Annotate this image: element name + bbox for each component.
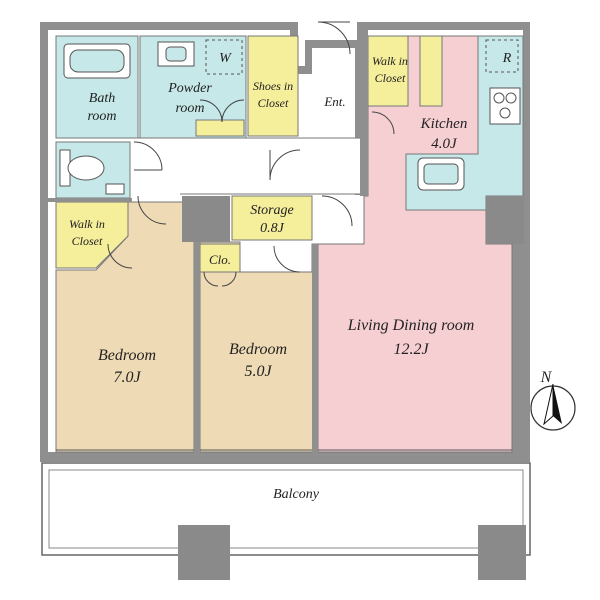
balcony-pillar-right bbox=[478, 525, 526, 580]
living-label-line2: 12.2J bbox=[393, 341, 429, 358]
bedroom2-label-line2: 5.0J bbox=[244, 363, 272, 380]
toilet-icon bbox=[59, 149, 125, 195]
bedroom1-label-line2: 7.0J bbox=[113, 369, 141, 386]
bath-label-line1: Bath bbox=[89, 91, 115, 106]
shoes-label-line1: Shoes in bbox=[253, 79, 293, 93]
interior-walls bbox=[48, 30, 524, 454]
storage-label-line1: Storage bbox=[250, 203, 294, 218]
clo-closet bbox=[199, 243, 241, 273]
bedroom-1 bbox=[55, 201, 195, 453]
washer-space bbox=[205, 39, 243, 75]
shoes-closet bbox=[247, 35, 299, 137]
north-label: N bbox=[540, 369, 553, 386]
storage-label-line2: 0.8J bbox=[260, 221, 285, 236]
doors bbox=[107, 21, 395, 287]
outer-walls bbox=[40, 22, 530, 462]
balcony-pillar-left bbox=[178, 525, 230, 580]
kitchen-shelf bbox=[419, 35, 443, 107]
bathtub-icon bbox=[63, 43, 131, 79]
living-pillar bbox=[486, 196, 524, 244]
closets bbox=[55, 35, 443, 273]
entrance-label: Ent. bbox=[323, 94, 345, 109]
refrigerator-space bbox=[485, 39, 519, 73]
bath-label-line2: room bbox=[87, 109, 116, 124]
storage-room bbox=[231, 195, 313, 241]
walk-in-bed-line2: Closet bbox=[72, 234, 103, 248]
balcony-label: Balcony bbox=[273, 487, 320, 502]
hallway bbox=[132, 138, 360, 194]
north-arrow-icon bbox=[530, 383, 576, 431]
clo-label: Clo. bbox=[209, 252, 231, 267]
powder-label-line1: Powder bbox=[167, 81, 212, 96]
powder-shelf bbox=[195, 119, 245, 137]
powder-label-line2: room bbox=[175, 101, 204, 116]
walk-in-kitchen-line2: Closet bbox=[375, 71, 406, 85]
kitchen-sink-icon bbox=[417, 157, 465, 191]
kitchen-label-line2: 4.0J bbox=[431, 136, 458, 152]
stove-icon bbox=[489, 87, 521, 125]
bedroom1-label-line1: Bedroom bbox=[98, 347, 156, 364]
walk-in-bed-line1: Walk in bbox=[69, 217, 105, 231]
shoes-label-line2: Closet bbox=[258, 96, 289, 110]
walk-in-kitchen-line1: Walk in bbox=[372, 54, 408, 68]
kitchen-walk-in-closet bbox=[367, 35, 409, 107]
interior-pillar bbox=[182, 196, 230, 242]
bedroom2-label-line1: Bedroom bbox=[229, 341, 287, 358]
washer-label: W bbox=[219, 51, 232, 66]
sink-icon bbox=[157, 41, 195, 67]
balcony bbox=[41, 459, 531, 580]
kitchen-label-line1: Kitchen bbox=[420, 116, 468, 132]
refrigerator-label: R bbox=[502, 51, 512, 66]
living-label-line1: Living Dining room bbox=[347, 317, 475, 334]
